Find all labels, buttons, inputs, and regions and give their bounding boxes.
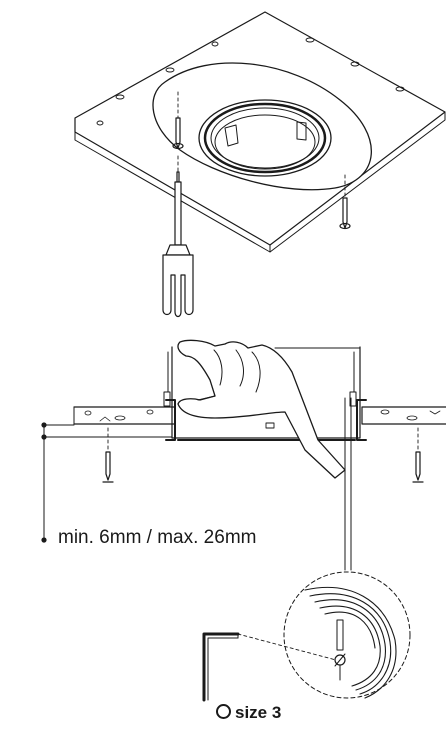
downlight-housing <box>163 346 367 441</box>
hand <box>177 339 346 479</box>
thickness-dimension <box>41 422 173 543</box>
board-right <box>361 406 446 425</box>
screw-right <box>339 174 351 230</box>
detail-circle <box>283 571 411 699</box>
detail-view <box>202 571 411 702</box>
screw-right-section <box>412 427 424 483</box>
hex-key-size-label: size 3 <box>216 703 281 723</box>
ceiling-cross-section <box>41 339 446 571</box>
board-left <box>73 406 176 425</box>
hex-key <box>202 632 240 702</box>
screwdriver <box>162 155 194 318</box>
cutout-ring <box>198 99 332 177</box>
screw-left <box>172 91 184 150</box>
frame-plate <box>152 62 372 191</box>
thickness-range-label: min. 6mm / max. 26mm <box>58 527 257 548</box>
screw-left-section <box>102 427 114 483</box>
hex-key-size-text: size 3 <box>235 703 282 722</box>
ceiling-panel-top-view <box>74 11 446 318</box>
ring-icon <box>216 704 231 719</box>
